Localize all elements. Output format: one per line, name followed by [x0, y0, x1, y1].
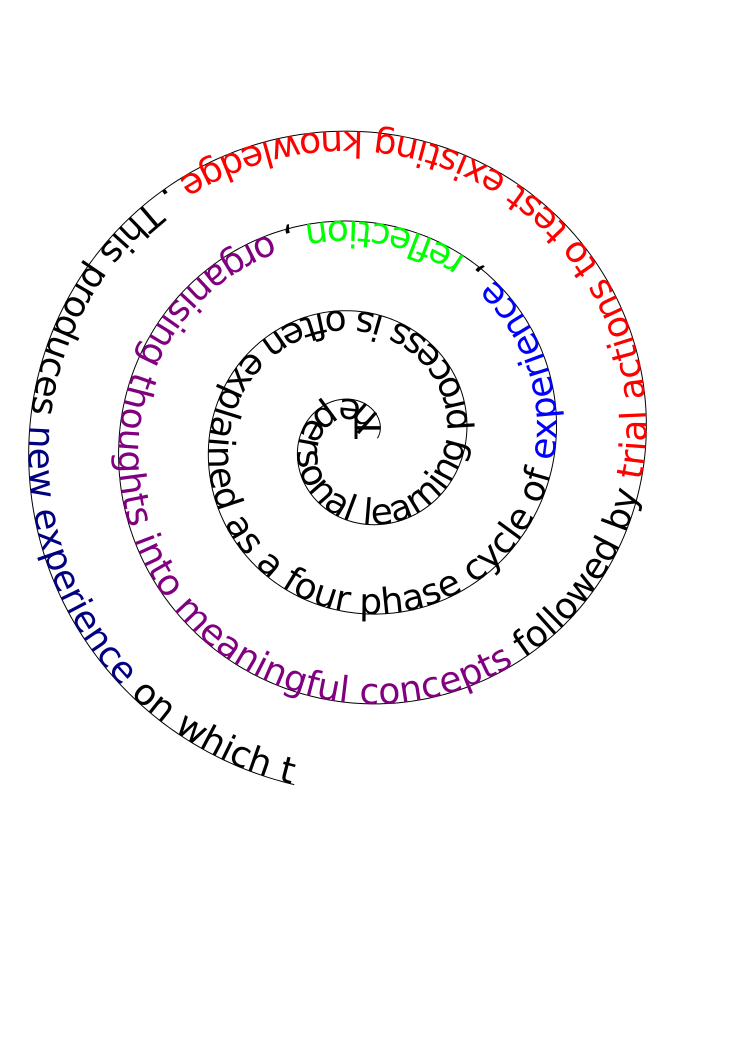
text-segment-build: build: [0, 0, 11, 9]
text-segment-experience: experience: [470, 273, 566, 462]
text-segment-reflection: reflection: [303, 212, 471, 285]
spiral-line: [28, 130, 647, 786]
text-segment-for-more-learning: for more learning.: [0, 0, 18, 9]
spiral-text: The personal learning process is often e…: [0, 0, 656, 793]
text-segment-reflect: reflect: [0, 0, 11, 9]
text-segment-and: and: [0, 0, 11, 9]
text-segment-trial-actions: trial actions to test existing knowledge: [173, 122, 656, 482]
